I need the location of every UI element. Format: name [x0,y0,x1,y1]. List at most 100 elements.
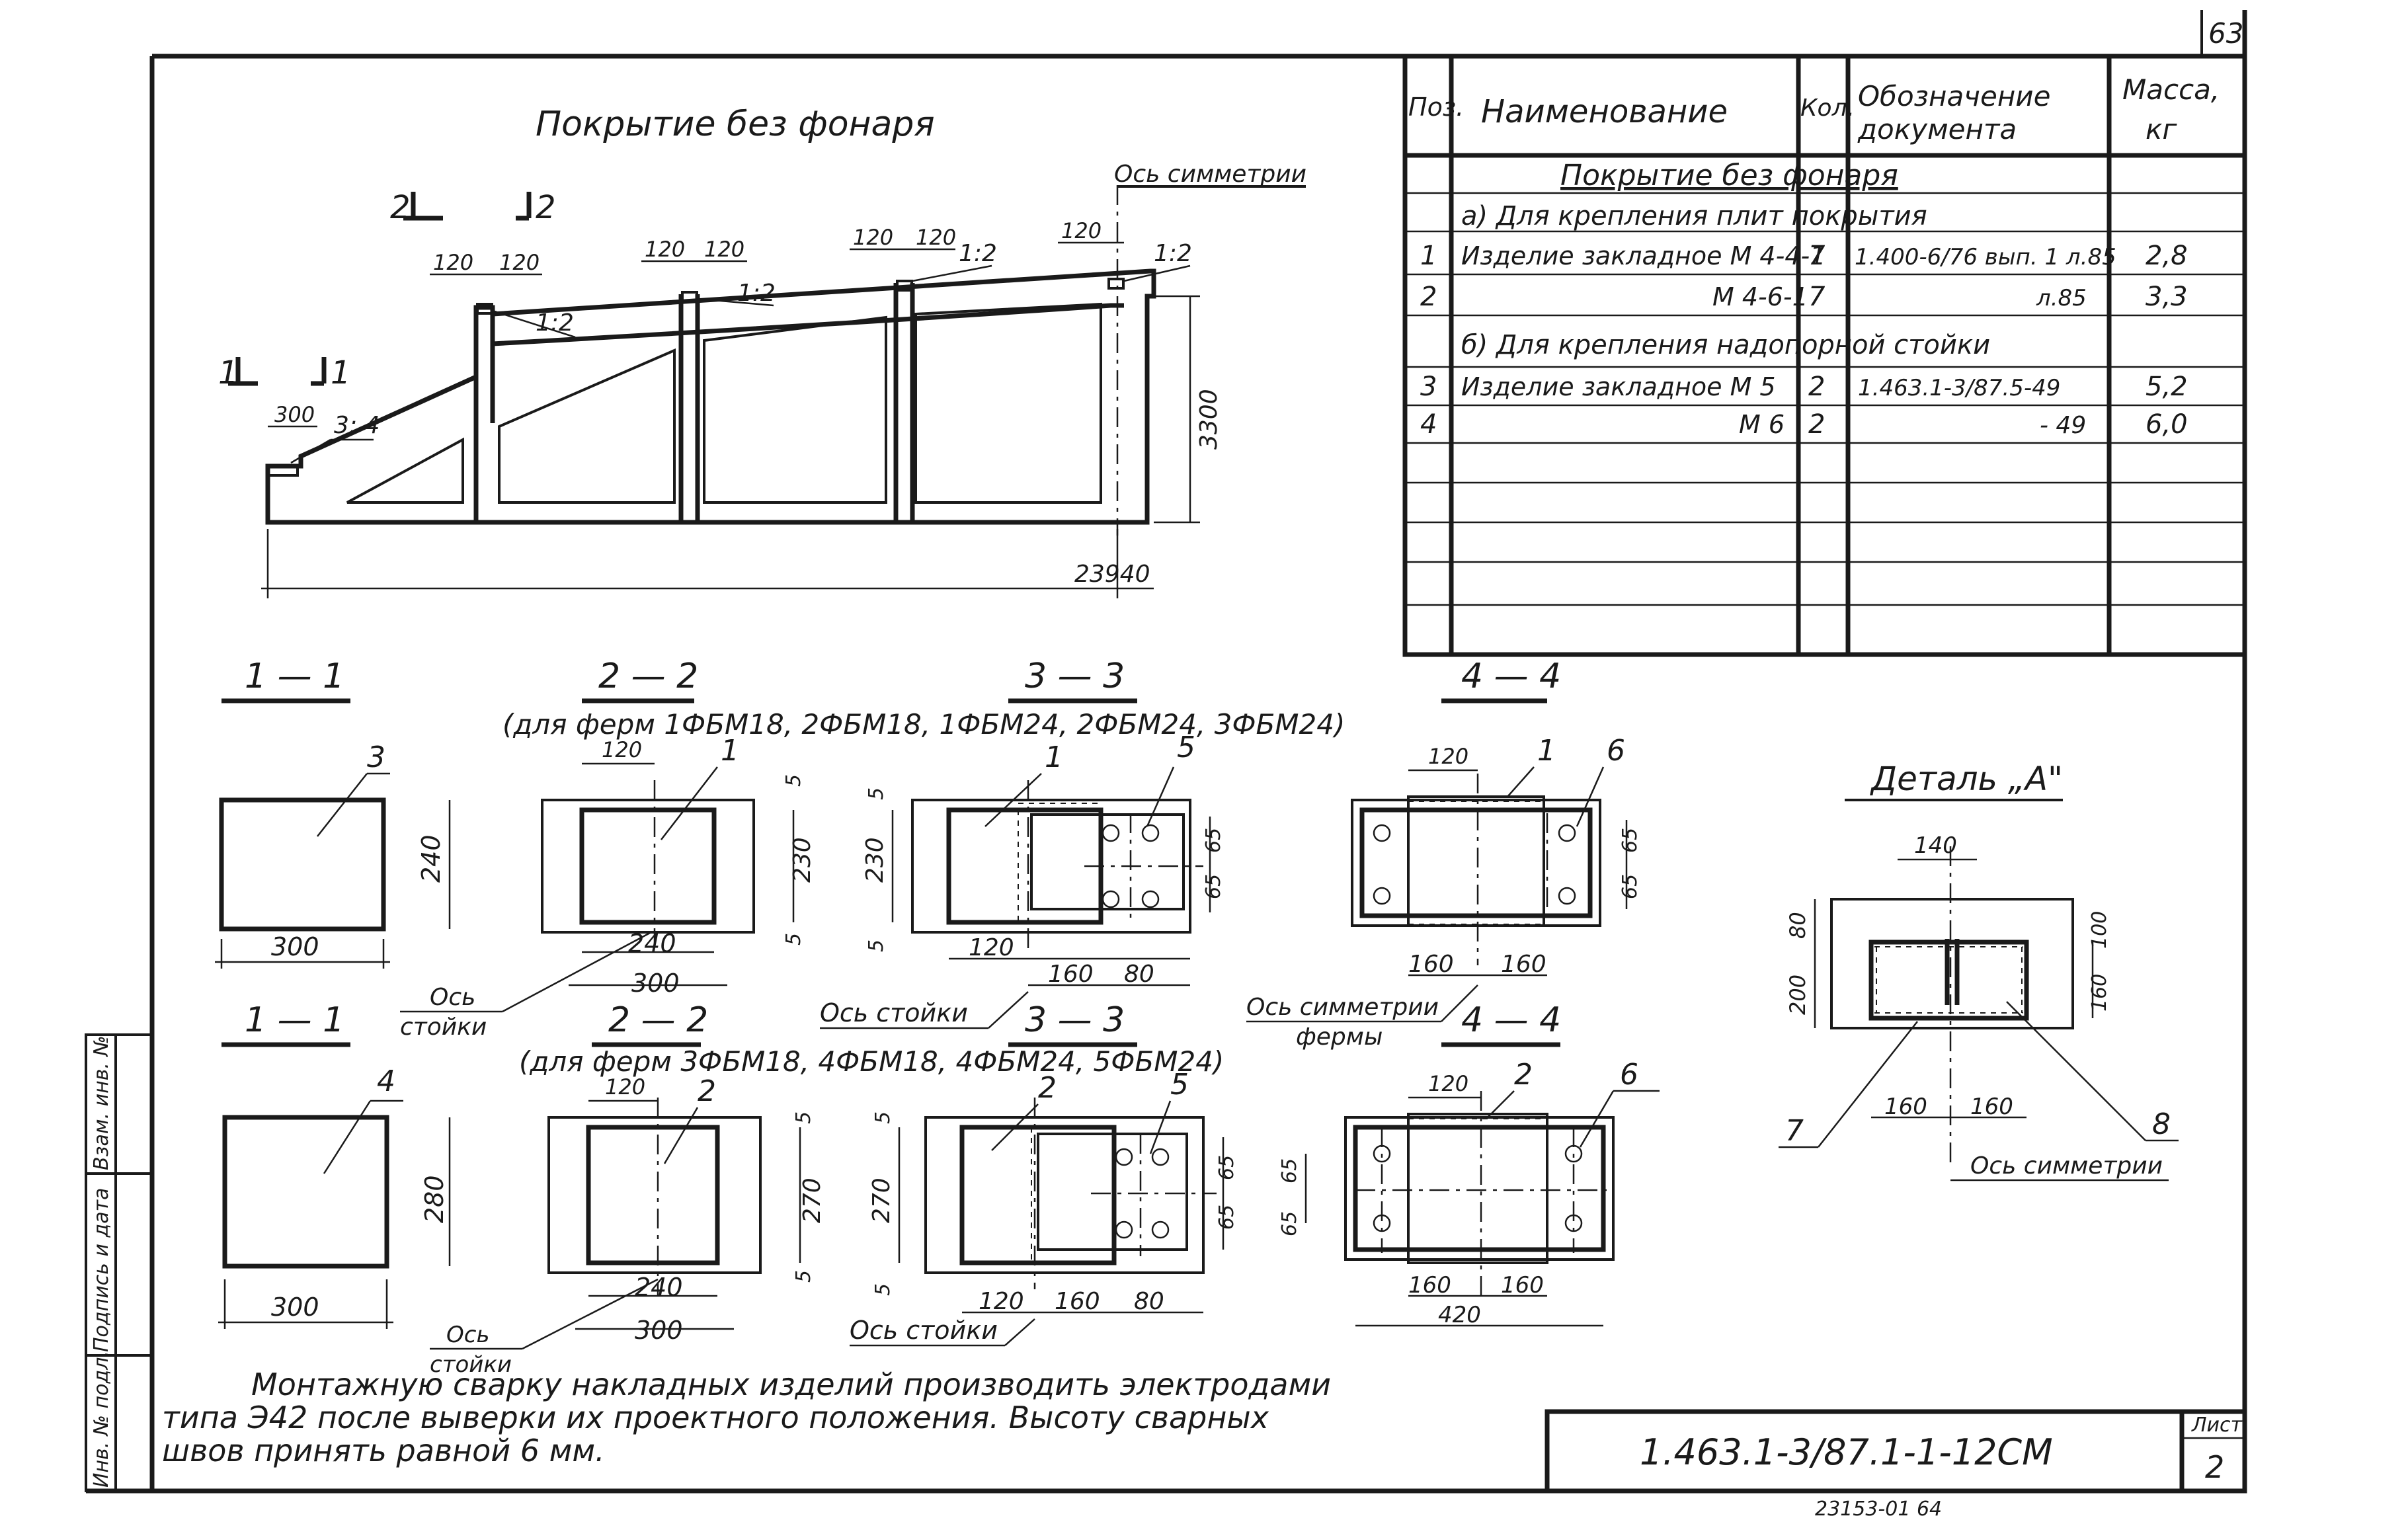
dim-300: 300 [271,932,319,961]
stamp-inv-podl: Инв. № подл. [90,1351,113,1488]
row2-qty: 7 [1808,282,1826,312]
section-3-3-row2: 3 — 3 2 5 270 5 5 120 160 80 65 65 Ось с… [850,1000,1238,1347]
sheet-label: Лист [2191,1414,2243,1437]
th-name: Наименование [1481,93,1728,130]
dim-140: 140 [1914,832,1957,859]
dim-300: 300 [631,969,680,998]
dim-300: 300 [274,402,315,427]
section-mark-2-right: 2 [536,189,556,226]
dim-120-a: 120 [433,250,473,275]
section-1-1-title: 1 — 1 [245,1000,344,1040]
spec-group-a: а) Для крепления плит покрытия [1461,201,1927,231]
dim-120: 120 [602,737,642,762]
row2-doc: л.85 [2036,285,2087,311]
ref-3: 3 [367,741,385,774]
slope-4: 1:2 [1154,240,1192,267]
sheet-number: 2 [2205,1449,2224,1485]
dim-160b: 160 [1970,1094,2013,1120]
row4-mass: 6,0 [2146,409,2188,440]
spec-section-title: Покрытие без фонаря [1560,159,1898,192]
section-1-1-row2: 1 — 1 4 300 280 [218,1000,451,1329]
dim-120-g: 120 [1061,218,1102,243]
slope-3: 1:2 [959,240,997,267]
row1-pos: 1 [1420,241,1437,271]
dim-120-b: 120 [499,250,540,275]
section-mark-1-left: 1 [218,354,239,391]
row4-doc: - 49 [2040,412,2086,439]
doc-code: 1.463.1-3/87.1-1-12СМ [1640,1431,2053,1473]
row2-pos: 2 [1420,282,1437,312]
row1-qty: 7 [1808,241,1826,271]
note-block: Монтажную сварку накладных изделий произ… [162,1367,1331,1468]
ref-1: 1 [1045,741,1063,774]
ref-6: 6 [1620,1058,1638,1092]
axis-symmetry-label: Ось симметрии [1114,161,1306,188]
section-1-1-title: 1 — 1 [245,657,344,696]
section-2-2-row1: 2 — 2 1 120 240 300 230 5 5 Ось стойки [400,657,816,1041]
dim-230: 230 [789,837,816,883]
th-mass-1: Масса, [2122,73,2220,106]
truss-elevation: Ось симметрии 2 2 1 1 120 120 120 120 12… [218,161,1306,598]
axis-os: Ось [430,984,475,1011]
note-row2-trusses: (для ферм 3ФБМ18, 4ФБМ18, 4ФБМ24, 5ФБМ24… [519,1045,1224,1078]
stamp-vzam-inv: Взам. инв. № [90,1035,113,1170]
section-4-4-title: 4 — 4 [1461,1000,1561,1040]
dim-100: 100 [2088,911,2111,949]
ref-5: 5 [1170,1068,1189,1101]
dim-5b: 5 [865,940,888,952]
section-mark-2-left: 2 [390,189,411,226]
dim-3300: 3300 [1195,389,1223,450]
dim-240: 240 [628,929,676,958]
th-qty: Кол. [1800,95,1855,122]
th-mass-2: кг [2146,113,2177,145]
dim-160b: 160 [1501,951,1546,978]
stamp-signature-date: Подпись и дата [90,1188,113,1353]
ref-8: 8 [2152,1107,2171,1141]
dim-120-d: 120 [704,237,744,262]
dim-240: 240 [417,834,446,883]
row3-qty: 2 [1808,372,1825,402]
dim-65a: 65 [1215,1155,1238,1180]
ref-2: 2 [698,1074,716,1108]
ref-7: 7 [1785,1114,1804,1148]
dim-80: 80 [1134,1288,1164,1315]
section-3-3-title: 3 — 3 [1025,657,1125,696]
axis-truss: фермы [1296,1023,1383,1051]
section-4-4-row2: 4 — 4 120 2 6 160 160 420 65 65 [1278,1000,1660,1328]
dim-160: 160 [1055,1288,1100,1315]
dim-65b: 65 [1619,874,1642,899]
dim-65b: 65 [1202,874,1225,899]
row1-name: Изделие закладное М 4-4-1 [1461,241,1826,270]
th-doc-2: документа [1857,113,2017,145]
axis-label: Ось стойки [820,998,968,1027]
dim-120: 120 [1428,1071,1468,1096]
dim-300: 300 [635,1316,683,1345]
row1-doc: 1.400-6/76 вып. 1 л.85 [1855,244,2116,270]
dim-300: 300 [271,1293,319,1322]
th-doc-1: Обозначение [1858,80,2050,112]
note-line-2: типа Э42 после выверки их проектного пол… [162,1400,1269,1435]
dim-120-f: 120 [916,225,956,250]
dim-160a: 160 [1408,1272,1451,1299]
th-pos: Поз. [1408,93,1464,122]
section-2-2-title: 2 — 2 [608,1000,708,1040]
bottom-cut-text: 23153-01 64 [1815,1498,1942,1521]
row3-name: Изделие закладное М 5 [1461,372,1776,401]
axis-stoyki: стойки [400,1014,487,1041]
dim-120-e: 120 [853,225,893,250]
ref-2: 2 [1514,1058,1533,1092]
section-1-1-row1: 1 — 1 3 300 240 [215,657,451,969]
dim-5b: 5 [782,933,805,945]
ref-2: 2 [1038,1071,1057,1105]
spec-table: Поз. Наименование Кол. Обозначение докум… [1402,54,2247,657]
axis-label: Ось стойки [850,1316,998,1345]
ref-6: 6 [1607,734,1625,768]
ref-1: 1 [721,734,739,768]
dim-280: 280 [420,1175,449,1223]
dim-270: 270 [868,1178,895,1223]
dim-5a: 5 [782,774,805,787]
row4-name: М 6 [1739,410,1785,439]
section-2-2-row2: 2 — 2 2 120 240 300 270 5 5 Ось стойки [430,1000,826,1378]
axis-stoyki: стойки [430,1351,512,1378]
